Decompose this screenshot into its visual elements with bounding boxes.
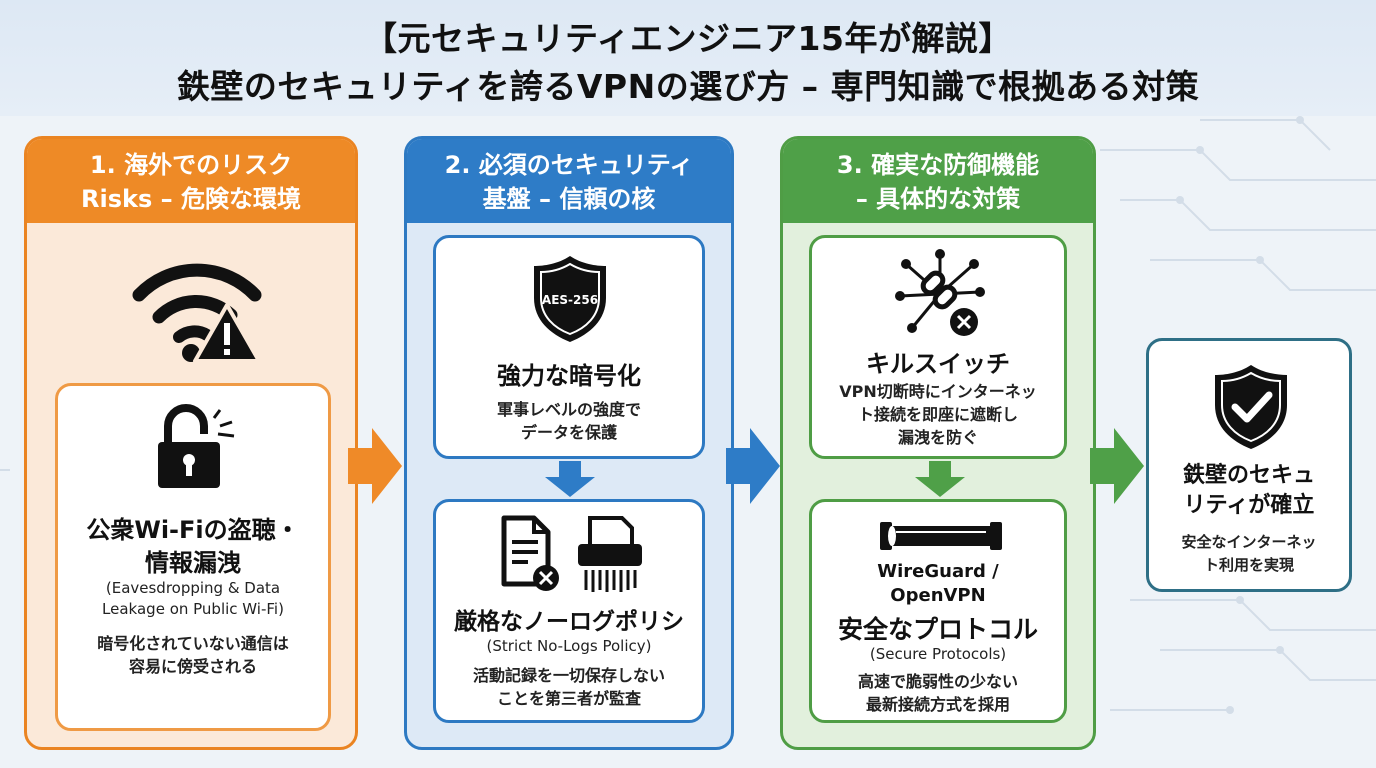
column-defense-heading: 3. 確実な防御機能 – 具体的な対策 <box>783 139 1093 223</box>
risk-card-title-line2: 情報漏洩 <box>145 549 241 577</box>
kill-switch-card-description-line1: VPN切断時にインターネッ <box>839 382 1037 401</box>
flow-arrow-1 <box>348 428 402 504</box>
flow-arrow-3 <box>1090 428 1144 504</box>
risk-card-description-line1: 暗号化されていない通信は <box>97 634 289 653</box>
kill-switch-card-title: キルスイッチ <box>866 350 1010 378</box>
protocol-card: WireGuard / OpenVPN 安全なプロトコル (Secure Pro… <box>809 499 1067 723</box>
result-card-description-line2: ト利用を実現 <box>1203 556 1294 574</box>
column-risks-heading-line2: Risks – 危険な環境 <box>81 185 301 213</box>
header-title-line1: 【元セキュリティエンジニア15年が解説】 <box>364 19 1012 58</box>
no-logs-card-description-line1: 活動記録を一切保存しない <box>472 666 665 685</box>
risk-card-title-line1: 公衆Wi-Fiの盗聴・ <box>86 516 300 544</box>
column-defense: 3. 確実な防御機能 – 具体的な対策 キルスイッチ VPN切断時にインターネッ… <box>780 136 1096 750</box>
kill-switch-card-description: VPN切断時にインターネッ ト接続を即座に遮断し 漏洩を防ぐ <box>812 380 1064 449</box>
header: 【元セキュリティエンジニア15年が解説】 鉄壁のセキュリティを誇るVPNの選び方… <box>0 0 1376 116</box>
kill-switch-icon <box>895 249 985 336</box>
encryption-card-description-line1: 軍事レベルの強度で <box>496 400 641 419</box>
column-foundation-heading-line2: 基盤 – 信頼の核 <box>482 185 656 213</box>
protocol-card-names-line1: WireGuard / <box>877 561 999 582</box>
tunnel-pipe-icon <box>880 522 1002 550</box>
aes-shield-badge: AES-256 <box>542 293 598 307</box>
risk-card-description: 暗号化されていない通信は 容易に傍受される <box>58 632 328 678</box>
column-foundation-heading-line1: 2. 必須のセキュリティ <box>444 151 694 179</box>
column-risks-heading-line1: 1. 海外でのリスク <box>89 151 293 179</box>
no-logs-card-english: (Strict No-Logs Policy) <box>486 637 652 655</box>
no-logs-card-description: 活動記録を一切保存しない ことを第三者が監査 <box>436 664 702 710</box>
result-card-title: 鉄壁のセキュ リティが確立 <box>1149 461 1349 521</box>
risk-card: 公衆Wi-Fiの盗聴・ 情報漏洩 (Eavesdropping & Data L… <box>55 383 331 731</box>
protocol-card-description-line1: 高速で脆弱性の少ない <box>857 672 1018 691</box>
no-logs-shredder-icon <box>501 515 642 592</box>
encryption-card: AES-256 強力な暗号化 軍事レベルの強度で データを保護 <box>433 235 705 459</box>
column-foundation-heading: 2. 必須のセキュリティ 基盤 – 信頼の核 <box>407 139 731 223</box>
no-logs-card-title: 厳格なノーログポリシ <box>454 609 684 635</box>
protocol-card-description: 高速で脆弱性の少ない 最新接続方式を採用 <box>812 670 1064 716</box>
column-risks-heading: 1. 海外でのリスク Risks – 危険な環境 <box>27 139 355 223</box>
result-card-title-line2: リティが確立 <box>1183 493 1315 518</box>
risk-card-title: 公衆Wi-Fiの盗聴・ 情報漏洩 <box>58 514 328 580</box>
down-arrow-icon <box>545 461 595 497</box>
protocol-card-names-line2: OpenVPN <box>890 585 986 606</box>
protocol-card-description-line2: 最新接続方式を採用 <box>865 695 1010 714</box>
protocol-card-names: WireGuard / OpenVPN <box>812 560 1064 608</box>
flow-arrow-2 <box>726 428 780 504</box>
no-logs-card-description-line2: ことを第三者が監査 <box>496 689 641 708</box>
risk-card-english-line1: (Eavesdropping & Data <box>105 579 281 597</box>
result-card-description-line1: 安全なインターネッ <box>1181 533 1317 551</box>
down-arrow-icon <box>915 461 965 497</box>
result-card-description: 安全なインターネッ ト利用を実現 <box>1149 531 1349 577</box>
risk-card-english-line2: Leakage on Public Wi-Fi) <box>102 600 284 618</box>
kill-switch-card: キルスイッチ VPN切断時にインターネッ ト接続を即座に遮断し 漏洩を防ぐ <box>809 235 1067 459</box>
encryption-card-title: 強力な暗号化 <box>497 362 641 390</box>
column-foundation: 2. 必須のセキュリティ 基盤 – 信頼の核 AES-256 強力な暗号化 軍事… <box>404 136 734 750</box>
risk-card-english: (Eavesdropping & Data Leakage on Public … <box>58 578 328 620</box>
protocol-card-title: 安全なプロトコル <box>837 615 1038 644</box>
protocol-card-english: (Secure Protocols) <box>869 645 1007 663</box>
column-defense-heading-line2: – 具体的な対策 <box>855 185 1021 213</box>
kill-switch-card-description-line2: ト接続を即座に遮断し <box>857 405 1018 424</box>
no-logs-card: 厳格なノーログポリシ (Strict No-Logs Policy) 活動記録を… <box>433 499 705 723</box>
column-defense-heading-line1: 3. 確実な防御機能 <box>836 151 1040 179</box>
unlocked-padlock-icon <box>158 404 235 488</box>
check-shield-icon <box>1215 365 1287 449</box>
wifi-warning-icon <box>132 263 262 363</box>
result-card: 鉄壁のセキュ リティが確立 安全なインターネッ ト利用を実現 <box>1146 338 1352 592</box>
risk-card-description-line2: 容易に傍受される <box>128 657 257 676</box>
result-card-title-line1: 鉄壁のセキュ <box>1182 463 1315 488</box>
header-title-line2: 鉄壁のセキュリティを誇るVPNの選び方 – 専門知識で根拠ある対策 <box>176 67 1200 106</box>
column-risks: 1. 海外でのリスク Risks – 危険な環境 公衆Wi-Fiの盗聴・ 情報漏… <box>24 136 358 750</box>
aes-shield-icon: AES-256 <box>534 256 606 342</box>
kill-switch-card-description-line3: 漏洩を防ぐ <box>897 428 978 447</box>
encryption-card-description: 軍事レベルの強度で データを保護 <box>436 398 702 444</box>
encryption-card-description-line2: データを保護 <box>520 423 617 442</box>
